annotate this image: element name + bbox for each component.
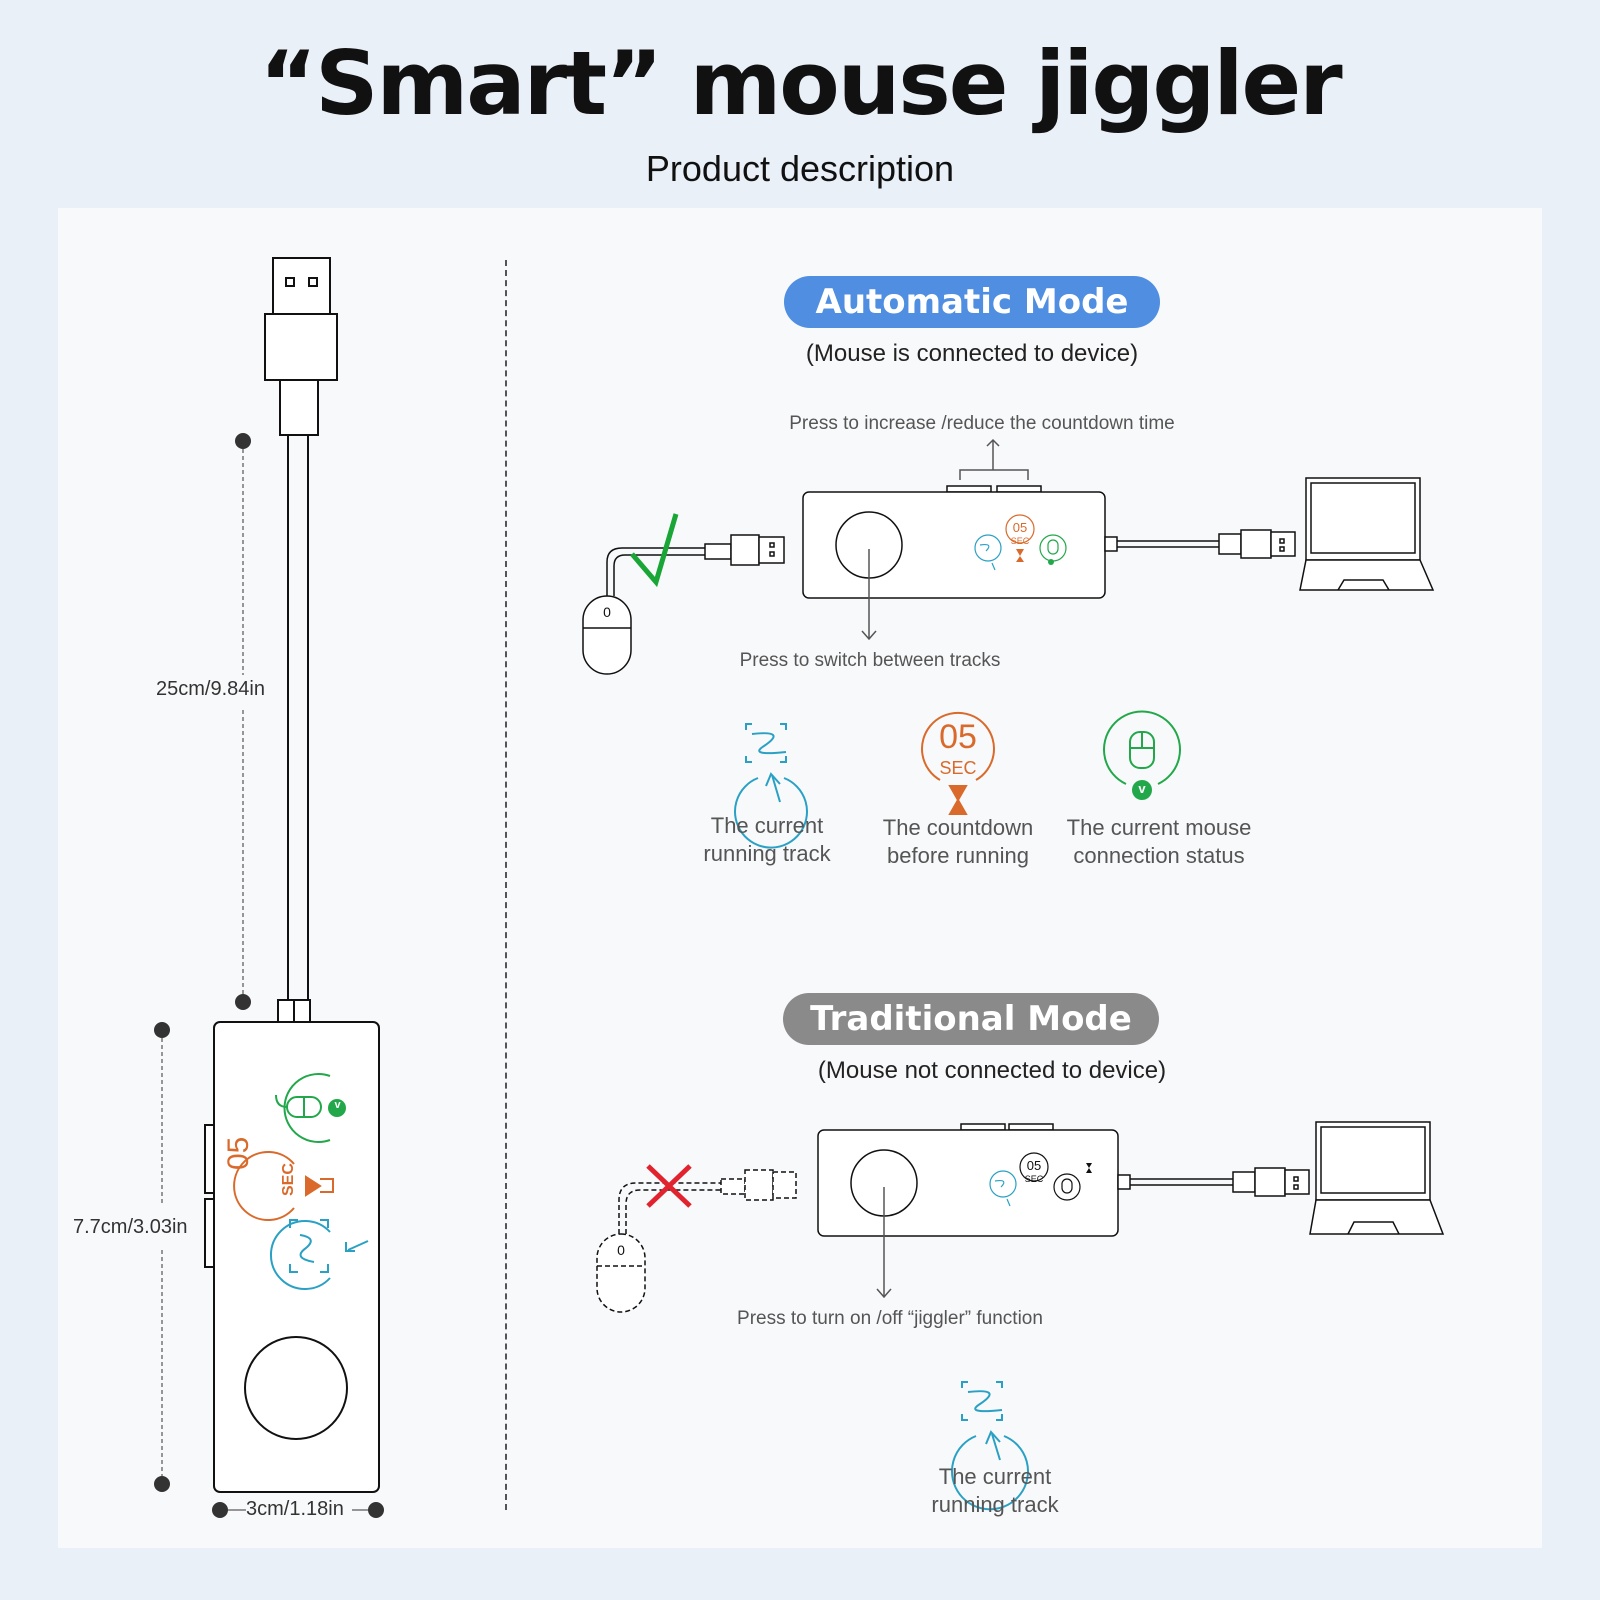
legend-track-text: The current running track <box>703 813 831 866</box>
countdown-icon <box>233 1151 334 1221</box>
track-icon <box>269 1219 369 1290</box>
automatic-mode-condition: (Mouse is connected to device) <box>805 340 1139 367</box>
legend-mouse-status-text: The current mouse connection status <box>1066 815 1252 868</box>
traditional-device-countdown-unit: SEC <box>1024 1174 1044 1184</box>
automatic-mouse-button-label: 0 <box>603 604 611 620</box>
device-length-dimension <box>154 1022 170 1492</box>
device-mouse-status-mark: v <box>334 1099 341 1111</box>
automatic-top-note: Press to increase /reduce the countdown … <box>789 413 1175 434</box>
usb-plug-icon <box>264 257 338 436</box>
cable-dimension-line <box>235 433 251 1010</box>
page-title: “Smart” mouse jiggler <box>259 32 1342 135</box>
traditional-device-countdown-number: 05 <box>1026 1158 1042 1173</box>
traditional-bottom-note: Press to turn on /off “jiggler” function <box>737 1308 1043 1329</box>
traditional-device-icons <box>989 1152 1092 1207</box>
cross-mark-icon <box>646 1164 692 1208</box>
traditional-mode-badge: Traditional Mode <box>783 993 1159 1045</box>
check-mark-icon <box>630 513 679 588</box>
legend-mouse-status-mark: v <box>1138 781 1146 796</box>
automatic-device-countdown-number: 05 <box>1012 520 1028 535</box>
automatic-mode-badge: Automatic Mode <box>784 276 1160 328</box>
page-subtitle: Product description <box>645 148 955 189</box>
traditional-mouse-icon <box>596 1169 797 1313</box>
device-body <box>204 1021 380 1493</box>
traditional-mode-condition: (Mouse not connected to device) <box>817 1057 1167 1084</box>
legend-mouse-status-icon <box>1103 710 1181 800</box>
mouse-status-icon <box>275 1073 346 1143</box>
automatic-bottom-note: Press to switch between tracks <box>739 650 1001 671</box>
cable-length-label: 25cm/9.84in <box>156 678 265 700</box>
legend-countdown-unit: SEC <box>939 758 977 778</box>
device-width-dimension <box>212 1502 384 1518</box>
traditional-legend-track-icon <box>951 1381 1029 1511</box>
traditional-mouse-button-label: 0 <box>617 1242 625 1258</box>
traditional-laptop-icon <box>1309 1121 1445 1235</box>
legend-countdown-icon <box>921 711 995 815</box>
usb-cable <box>277 435 311 1023</box>
panel-divider <box>505 260 507 1510</box>
legend-countdown-text: The countdown before running <box>882 815 1034 868</box>
legend-countdown-number: 05 <box>939 718 977 756</box>
device-length-label: 7.7cm/3.03in <box>73 1216 188 1238</box>
device-width-label: 3cm/1.18in <box>246 1498 344 1520</box>
automatic-device-icons <box>974 514 1067 571</box>
traditional-device <box>817 1123 1131 1237</box>
legend-track-icon <box>734 723 808 849</box>
automatic-mouse-icon <box>582 534 785 675</box>
automatic-laptop-icon <box>1299 477 1435 591</box>
automatic-device-countdown-unit: SEC <box>1010 536 1030 546</box>
traditional-legend-track-text: The current running track <box>931 1464 1059 1517</box>
